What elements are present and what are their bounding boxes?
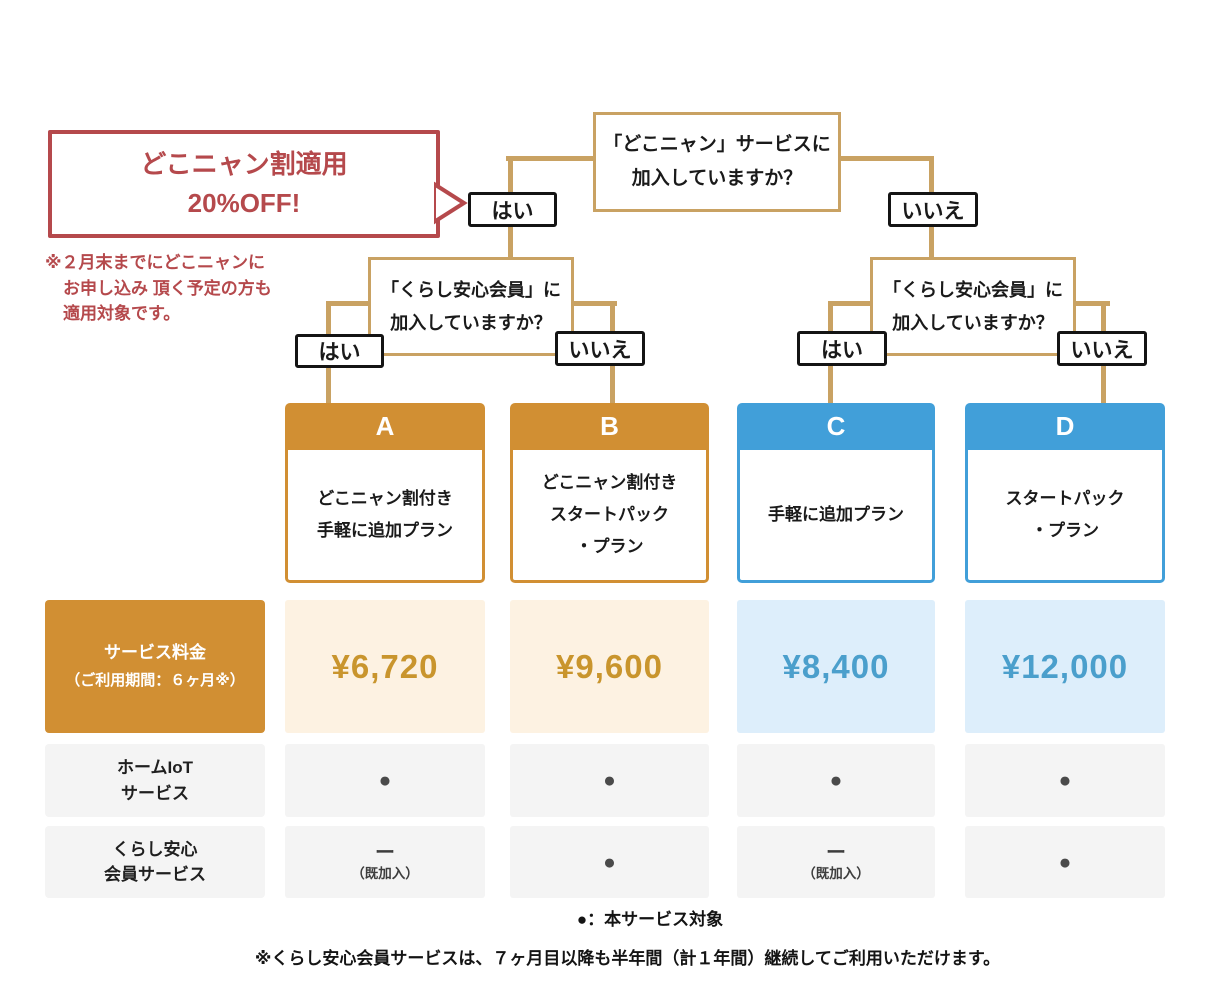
- row-header-price-line1: サービス料金: [104, 643, 206, 663]
- answer-no-top: いいえ: [888, 192, 978, 227]
- dash-icon: ー: [375, 841, 395, 864]
- question-kurashi-left-line2: 加入していますか？: [390, 312, 552, 333]
- answer-no-right-label: いいえ: [1070, 338, 1134, 362]
- question-kurashi-left-line1: 「くらし安心会員」に: [381, 280, 561, 301]
- connector-line: [1074, 301, 1110, 306]
- plan-card-a: A どこニャン割付き 手軽に追加プラン: [285, 403, 485, 583]
- included-dot-icon: ●: [1058, 850, 1072, 874]
- price-cell-c: ¥8,400: [737, 600, 935, 733]
- price-cell-d: ¥12,000: [965, 600, 1165, 733]
- footnote: ※くらし安心会員サービスは、７ヶ月目以降も半年間（計１年間）継続してご利用いただ…: [254, 949, 1001, 968]
- plan-card-c-line1: 手軽に追加プラン: [768, 504, 904, 524]
- question-dokonyan: 「どこニャン」サービスに 加入していますか？: [593, 112, 841, 212]
- included-dot-icon: ●: [378, 769, 392, 792]
- question-dokonyan-line1: 「どこニャン」サービスに: [603, 133, 831, 155]
- row-header-kurashi-line1: くらし安心: [112, 839, 198, 859]
- discount-note-line1: ※２月末までにどこニャンに: [45, 253, 266, 272]
- price-value-a: ¥6,720: [331, 647, 439, 685]
- kurashi-cell-a: ー （既加入）: [285, 826, 485, 898]
- question-dokonyan-line2: 加入していますか？: [631, 168, 803, 189]
- plan-card-d-body: スタートパック ・プラン: [965, 450, 1165, 583]
- price-cell-a: ¥6,720: [285, 600, 485, 733]
- discount-note-line3: 適用対象です。: [63, 304, 181, 323]
- plan-card-a-body: どこニャン割付き 手軽に追加プラン: [285, 450, 485, 583]
- price-value-c: ¥8,400: [782, 647, 890, 685]
- plan-card-b-body: どこニャン割付き スタートパック ・プラン: [510, 450, 709, 583]
- plan-card-d: D スタートパック ・プラン: [965, 403, 1165, 583]
- plan-card-a-line1: どこニャン割付き: [317, 488, 453, 508]
- connector-line: [506, 156, 597, 161]
- row-header-home-iot: ホームIoT サービス: [45, 744, 265, 817]
- kurashi-cell-b: ●: [510, 826, 709, 898]
- row-header-price-line2: （ご利用期間：６ヶ月※）: [65, 672, 245, 690]
- kurashi-cell-d: ●: [965, 826, 1165, 898]
- plan-card-a-line2: 手軽に追加プラン: [317, 521, 453, 540]
- plan-card-c: C 手軽に追加プラン: [737, 403, 935, 583]
- discount-note-line2: お申し込み 頂く予定の方も: [63, 278, 272, 298]
- row-header-price: サービス料金 （ご利用期間：６ヶ月※）: [45, 600, 265, 733]
- plan-card-d-line1: スタートパック: [1005, 488, 1125, 508]
- discount-note: ※２月末までにどこニャンに お申し込み 頂く予定の方も 適用対象です。: [45, 250, 365, 327]
- answer-yes-left-label: はい: [318, 341, 361, 364]
- discount-callout-line2: 20%OFF!: [187, 188, 301, 218]
- plan-card-a-header: A: [285, 403, 485, 450]
- home-iot-cell-d: ●: [965, 744, 1165, 817]
- connector-line: [828, 301, 873, 306]
- discount-callout-line1: どこニャン割適用: [140, 149, 348, 179]
- kurashi-cell-c: ー （既加入）: [737, 826, 935, 898]
- plan-card-b-line2: スタートパック: [550, 504, 669, 524]
- included-dot-icon: ●: [1058, 769, 1072, 792]
- plan-card-c-body: 手軽に追加プラン: [737, 450, 935, 583]
- callout-pointer-icon: [434, 181, 468, 225]
- price-value-d: ¥12,000: [1001, 647, 1129, 685]
- plan-card-b-header: B: [510, 403, 709, 450]
- already-joined-note: （既加入）: [802, 865, 870, 881]
- question-kurashi-right: 「くらし安心会員」に 加入していますか？: [870, 257, 1076, 356]
- home-iot-cell-b: ●: [510, 744, 709, 817]
- answer-yes-left: はい: [295, 334, 384, 368]
- connector-line: [326, 301, 371, 306]
- plan-card-b-line1: どこニャン割付き: [541, 472, 678, 492]
- plan-card-d-header: D: [965, 403, 1165, 450]
- answer-yes-top: はい: [468, 192, 557, 227]
- included-dot-icon: ●: [603, 850, 616, 874]
- answer-no-top-label: いいえ: [901, 199, 965, 223]
- row-header-home-iot-line2: サービス: [121, 783, 189, 803]
- price-value-b: ¥9,600: [556, 647, 663, 685]
- home-iot-cell-a: ●: [285, 744, 485, 817]
- legend: ●：本サービス対象: [576, 910, 724, 929]
- discount-callout: どこニャン割適用 20%OFF!: [48, 130, 440, 238]
- question-kurashi-left: 「くらし安心会員」に 加入していますか？: [368, 257, 574, 356]
- dash-icon: ー: [826, 841, 846, 864]
- answer-no-left: いいえ: [555, 331, 645, 366]
- row-header-kurashi-line2: 会員サービス: [104, 865, 206, 884]
- price-cell-b: ¥9,600: [510, 600, 709, 733]
- answer-yes-right-label: はい: [821, 338, 863, 362]
- answer-yes-top-label: はい: [491, 199, 534, 223]
- answer-no-left-label: いいえ: [568, 338, 632, 362]
- answer-yes-right: はい: [797, 331, 887, 366]
- question-kurashi-right-line2: 加入していますか？: [892, 312, 1054, 333]
- plan-card-d-line2: ・プラン: [1031, 521, 1099, 540]
- answer-no-right: いいえ: [1057, 331, 1147, 366]
- home-iot-cell-c: ●: [737, 744, 935, 817]
- connector-line: [572, 301, 617, 306]
- question-kurashi-right-line1: 「くらし安心会員」に: [883, 280, 1063, 301]
- plan-card-b-line3: ・プラン: [575, 537, 644, 557]
- row-header-kurashi: くらし安心 会員サービス: [45, 826, 265, 898]
- row-header-home-iot-line1: ホームIoT: [117, 758, 193, 777]
- plan-card-c-header: C: [737, 403, 935, 450]
- already-joined-note: （既加入）: [351, 865, 419, 881]
- connector-line: [839, 156, 934, 161]
- included-dot-icon: ●: [603, 769, 616, 792]
- included-dot-icon: ●: [829, 769, 843, 792]
- plan-card-b: B どこニャン割付き スタートパック ・プラン: [510, 403, 709, 583]
